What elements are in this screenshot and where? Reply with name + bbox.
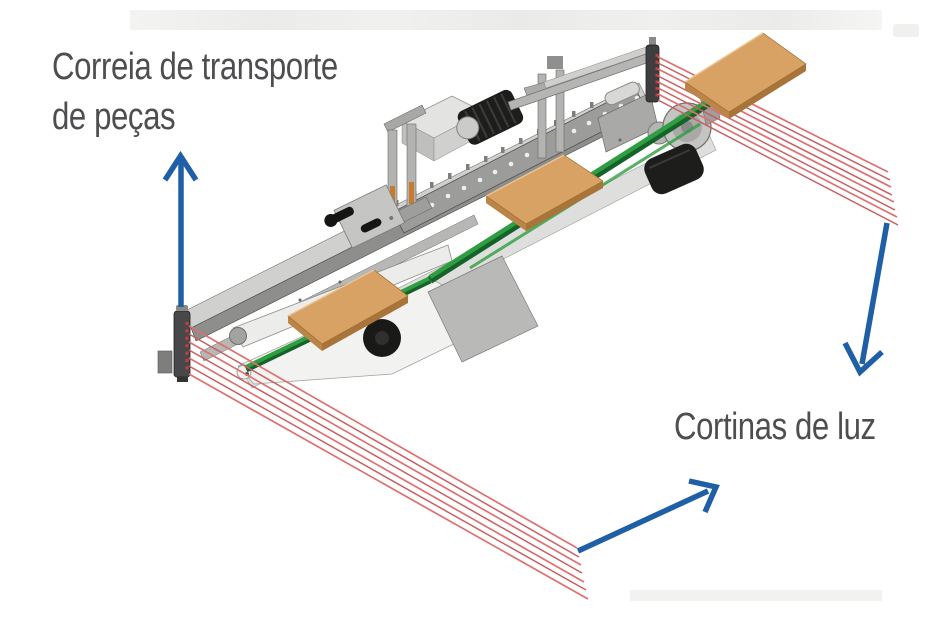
- mid-housing: [427, 255, 539, 363]
- motor-right: [644, 143, 704, 195]
- adjust-bracket: [324, 184, 406, 249]
- faint-bottom-artifact-bar: [630, 590, 882, 601]
- belt-label-line1: Correia de transporte: [52, 46, 338, 88]
- faint-corner-smudge: [893, 24, 919, 37]
- conveyor-machine: [157, 37, 721, 389]
- light-curtain-bar-right: [645, 37, 660, 103]
- board-lower-left: [287, 269, 409, 351]
- belt-label-line2: de peças: [52, 96, 176, 138]
- light-curtain-beams-left: [188, 325, 589, 600]
- arrow-down-to-right-curtain: [842, 222, 890, 377]
- annotation-arrows: [162, 150, 890, 554]
- arrow-up-to-belt: [162, 150, 199, 307]
- arrow-upright-to-left-curtain: [576, 478, 720, 554]
- left-drive-wheel: [363, 319, 401, 357]
- light-curtain-bar-left: [157, 305, 191, 382]
- faint-top-artifact-bar: [130, 10, 882, 30]
- motor-center: [456, 89, 524, 145]
- belt-label: Correia de transporte de peças: [52, 42, 338, 142]
- board-middle: [485, 154, 604, 231]
- board-top-right: [684, 32, 807, 119]
- light-curtains-label: Cortinas de luz: [674, 406, 876, 448]
